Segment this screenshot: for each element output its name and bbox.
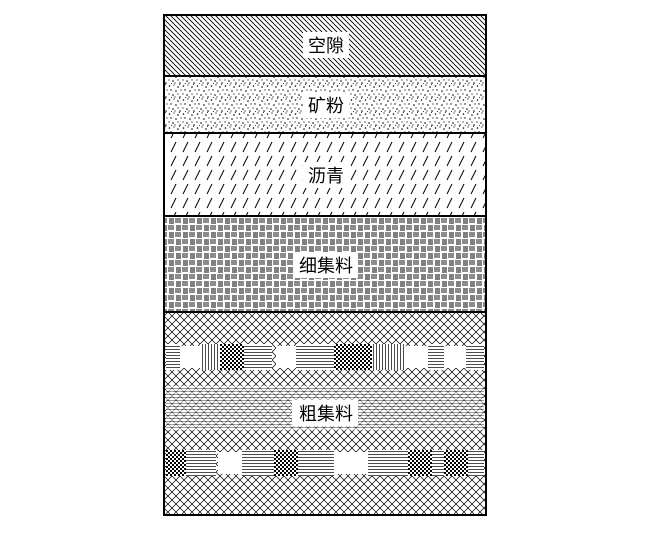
layer-mineral-powder: 矿粉 bbox=[163, 75, 487, 134]
layer-fine-aggregate: 细集料 bbox=[163, 215, 487, 313]
layer-label-asphalt: 沥青 bbox=[308, 166, 344, 187]
layer-coarse-aggregate: 粗集料 bbox=[163, 311, 487, 516]
layer-label-mineral-powder: 矿粉 bbox=[308, 96, 344, 117]
layer-label-fine-aggregate: 细集料 bbox=[299, 256, 353, 277]
aggregate-blocks-lower bbox=[166, 450, 484, 476]
layer-label-void: 空隙 bbox=[308, 36, 344, 57]
diagram-frame bbox=[163, 14, 487, 516]
layer-asphalt: 沥青 bbox=[163, 132, 487, 217]
layer-label-coarse-aggregate: 粗集料 bbox=[299, 404, 353, 425]
aggregate-blocks-upper bbox=[166, 344, 484, 370]
layer-void: 空隙 bbox=[163, 14, 487, 77]
